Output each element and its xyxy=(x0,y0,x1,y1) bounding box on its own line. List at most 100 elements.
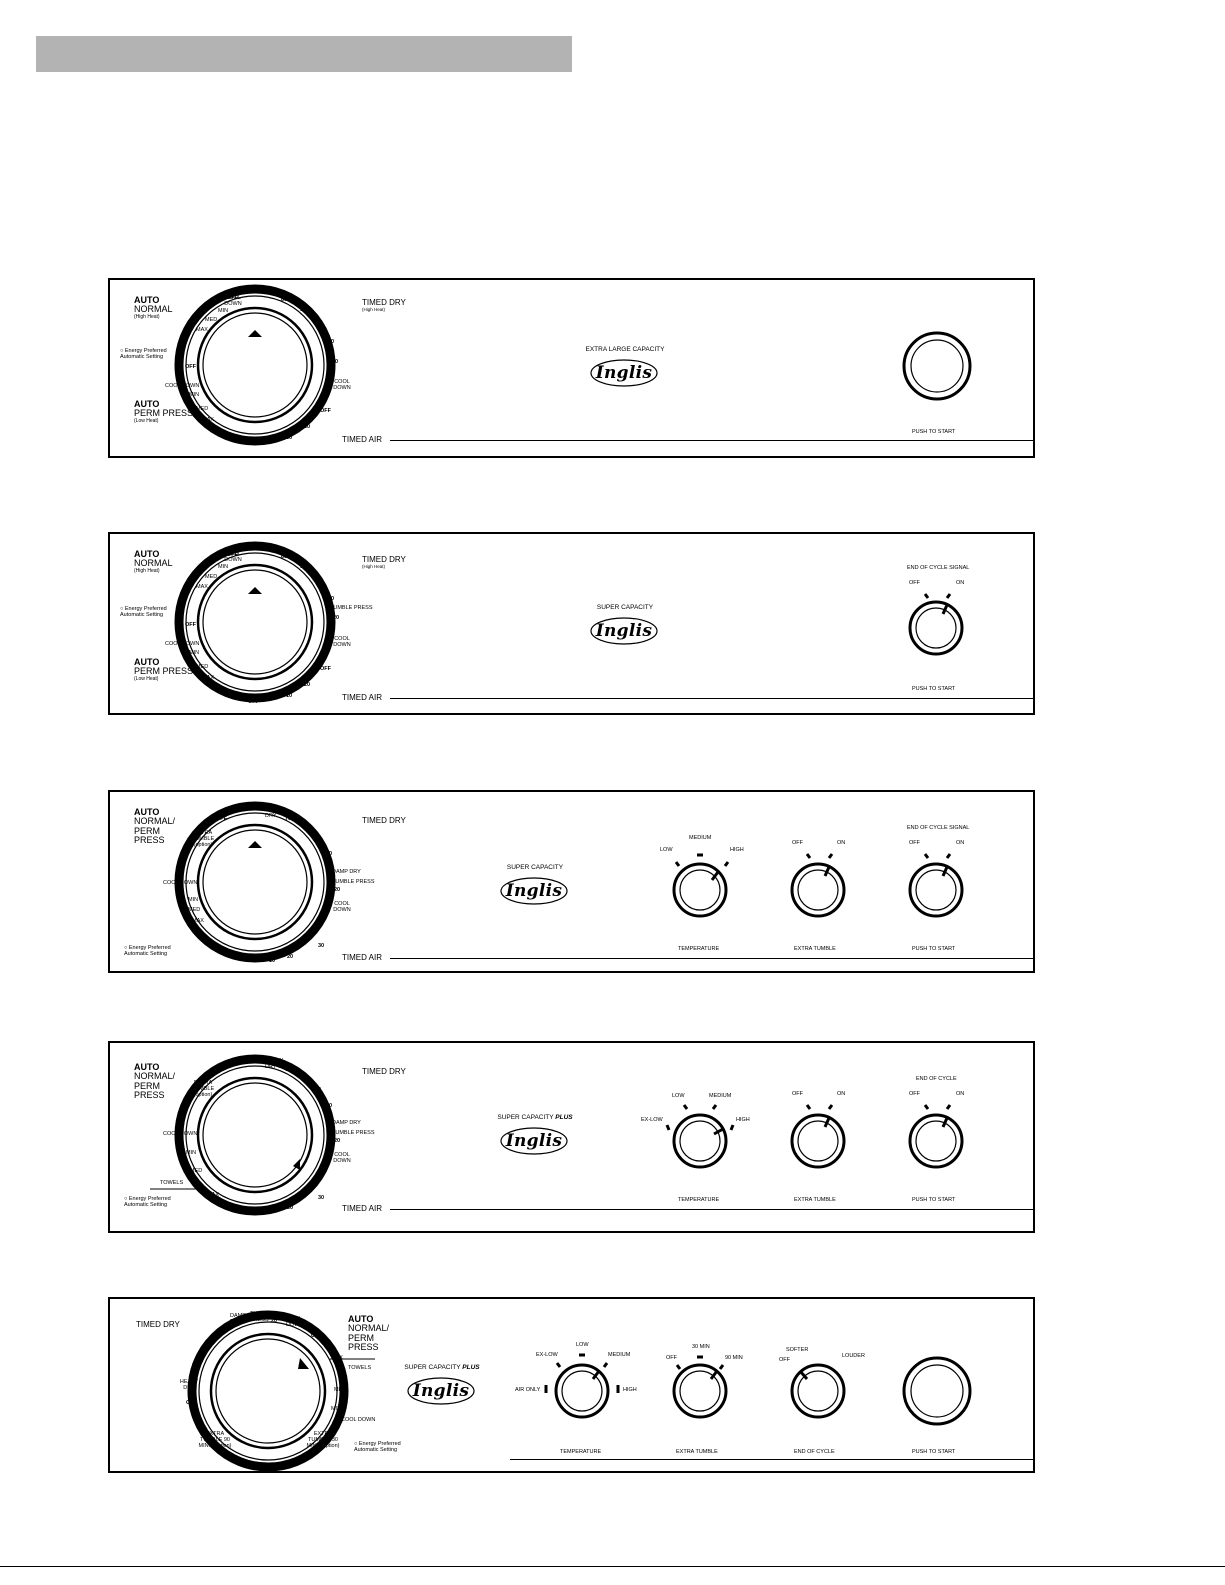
timer-dial-5[interactable] xyxy=(110,1299,1037,1475)
dial-label: TUMBLE PRESS xyxy=(332,1130,375,1136)
dial-label: MIN xyxy=(189,650,200,656)
dial-label: 20 xyxy=(287,954,294,960)
extra-tumble-off-label: OFF xyxy=(792,840,803,846)
dial-label: COOL DOWN xyxy=(341,1417,376,1423)
temp-high-label: HIGH xyxy=(730,847,744,853)
dial-label: MAX xyxy=(207,1192,219,1198)
dial-label: OFF xyxy=(248,441,259,447)
dial-pointer-icon xyxy=(248,330,262,337)
dial-label: OFF xyxy=(216,816,227,822)
dial-label: MAX xyxy=(196,327,208,333)
section-header-bar xyxy=(36,36,572,72)
temp-medium-label: MEDIUM xyxy=(689,835,712,841)
push-to-start-label: PUSH TO START xyxy=(912,1449,956,1455)
timer-dial-4[interactable] xyxy=(110,1043,1037,1235)
signal-on-label: ON xyxy=(956,580,965,586)
temp-low-label: LOW xyxy=(672,1093,685,1099)
dial-label: MIN xyxy=(186,1150,197,1156)
extra-tumble-off-label: OFF xyxy=(666,1355,677,1361)
dial-label: COOL DOWN xyxy=(224,295,242,308)
dial-label: DAMP DRY xyxy=(332,1120,361,1126)
dial-label: MED xyxy=(196,406,209,412)
dial-label: MAX xyxy=(331,1355,343,1361)
dial-label: MIN xyxy=(331,1406,342,1412)
signal-on-label: ON xyxy=(956,1091,965,1097)
dial-label: DAMP DRY xyxy=(332,869,361,875)
dial-label: COOL DOWN xyxy=(333,379,351,392)
dial-label: 60 xyxy=(281,554,288,560)
dial-label: MIN xyxy=(218,308,229,314)
extra-tumble-90-label: 90 MIN xyxy=(725,1355,743,1361)
dial-label: MED xyxy=(205,574,218,580)
temperature-label: TEMPERATURE xyxy=(678,1197,720,1203)
timer-dial-2[interactable] xyxy=(110,534,1037,717)
dial-label: 20 xyxy=(334,887,341,893)
inglis-logo: Inglis xyxy=(499,876,569,906)
timed-air-line xyxy=(390,1209,1035,1210)
dial-label: MIN xyxy=(189,392,200,398)
signal-title: END OF CYCLE SIGNAL xyxy=(907,565,970,571)
dial-label: OFF xyxy=(311,1333,322,1339)
dial-label: MAX xyxy=(202,417,214,423)
extra-tumble-label: EXTRA TUMBLE xyxy=(794,946,836,952)
timer-dial-3[interactable] xyxy=(110,792,1037,975)
dial-label: EXTRA TUMBLE 30 MIN. (Option) xyxy=(306,1431,340,1450)
dial-label: TUMBLE PRESS xyxy=(330,605,373,611)
extra-tumble-on-label: ON xyxy=(837,840,846,846)
capacity-label: SUPER CAPACITY PLUS xyxy=(497,1114,573,1121)
dial-label: MED xyxy=(188,907,201,913)
dial-label: OFF xyxy=(239,1208,250,1214)
timed-dry-sub: (High Heat) xyxy=(362,307,386,312)
dial-pointer-icon xyxy=(248,587,262,594)
extra-tumble-label: EXTRA TUMBLE xyxy=(794,1197,836,1203)
dial-label: OFF xyxy=(248,699,259,705)
dial-label: 50 xyxy=(300,307,307,313)
dial-label: MIN xyxy=(188,897,199,903)
dial-label: 10 xyxy=(269,958,276,964)
dial-label: TUMBLE PRESS xyxy=(250,1311,273,1324)
energy-note: ○ Energy Preferred Automatic Setting xyxy=(354,1441,401,1454)
timed-dry-label: TIMED DRY xyxy=(362,816,406,825)
timer-dial-1[interactable] xyxy=(110,280,1037,460)
dial-label: COOL DOWN xyxy=(165,641,200,647)
dial-label: 20 xyxy=(334,1138,341,1144)
dial-label: 50 xyxy=(315,835,322,841)
inglis-logo: Inglis xyxy=(589,358,659,388)
timed-air-label: TIMED AIR xyxy=(342,953,383,962)
dial-label: COOL DOWN xyxy=(163,1131,198,1137)
temp-low-label: LOW xyxy=(576,1342,589,1348)
dial-label: 30 xyxy=(318,943,325,949)
dial-label: 60 xyxy=(281,297,288,303)
end-cycle-label: END OF CYCLE xyxy=(794,1449,835,1455)
dial-label: 10 xyxy=(286,693,293,699)
dial-label: MED xyxy=(334,1387,347,1393)
timed-dry-label: TIMED DRY xyxy=(362,555,406,564)
temperature-label: TEMPERATURE xyxy=(560,1449,602,1455)
dial-pointer-icon xyxy=(248,841,262,848)
dial-label: EXTRA TUMBLE 90 MIN. (Option) xyxy=(198,1431,232,1450)
timed-dry-label: TIMED DRY xyxy=(136,1320,180,1329)
dial-label: OFF xyxy=(227,295,238,301)
dial-label: 60 xyxy=(302,1076,309,1082)
dial-label: 30 xyxy=(328,339,335,345)
dial-label: 60 xyxy=(302,824,309,830)
signal-off-label: OFF xyxy=(909,580,920,586)
dial-label: OFF xyxy=(185,364,196,370)
dial-label: 70 xyxy=(285,1067,292,1073)
dial-label: COOL DOWN xyxy=(333,636,351,649)
dial-label: 30 xyxy=(318,1195,325,1201)
push-to-start-label: PUSH TO START xyxy=(912,686,956,692)
timed-air-line xyxy=(390,698,1035,699)
capacity-label: SUPER CAPACITY xyxy=(506,864,564,871)
dial-label: MAX xyxy=(202,675,214,681)
timed-dry-label: TIMED DRY xyxy=(362,1067,406,1076)
dial-label: OFF xyxy=(239,957,250,963)
dial-label: COOL DOWN xyxy=(333,1152,351,1165)
dial-label: 40 xyxy=(316,320,323,326)
end-cycle-off-label: OFF xyxy=(779,1357,790,1363)
